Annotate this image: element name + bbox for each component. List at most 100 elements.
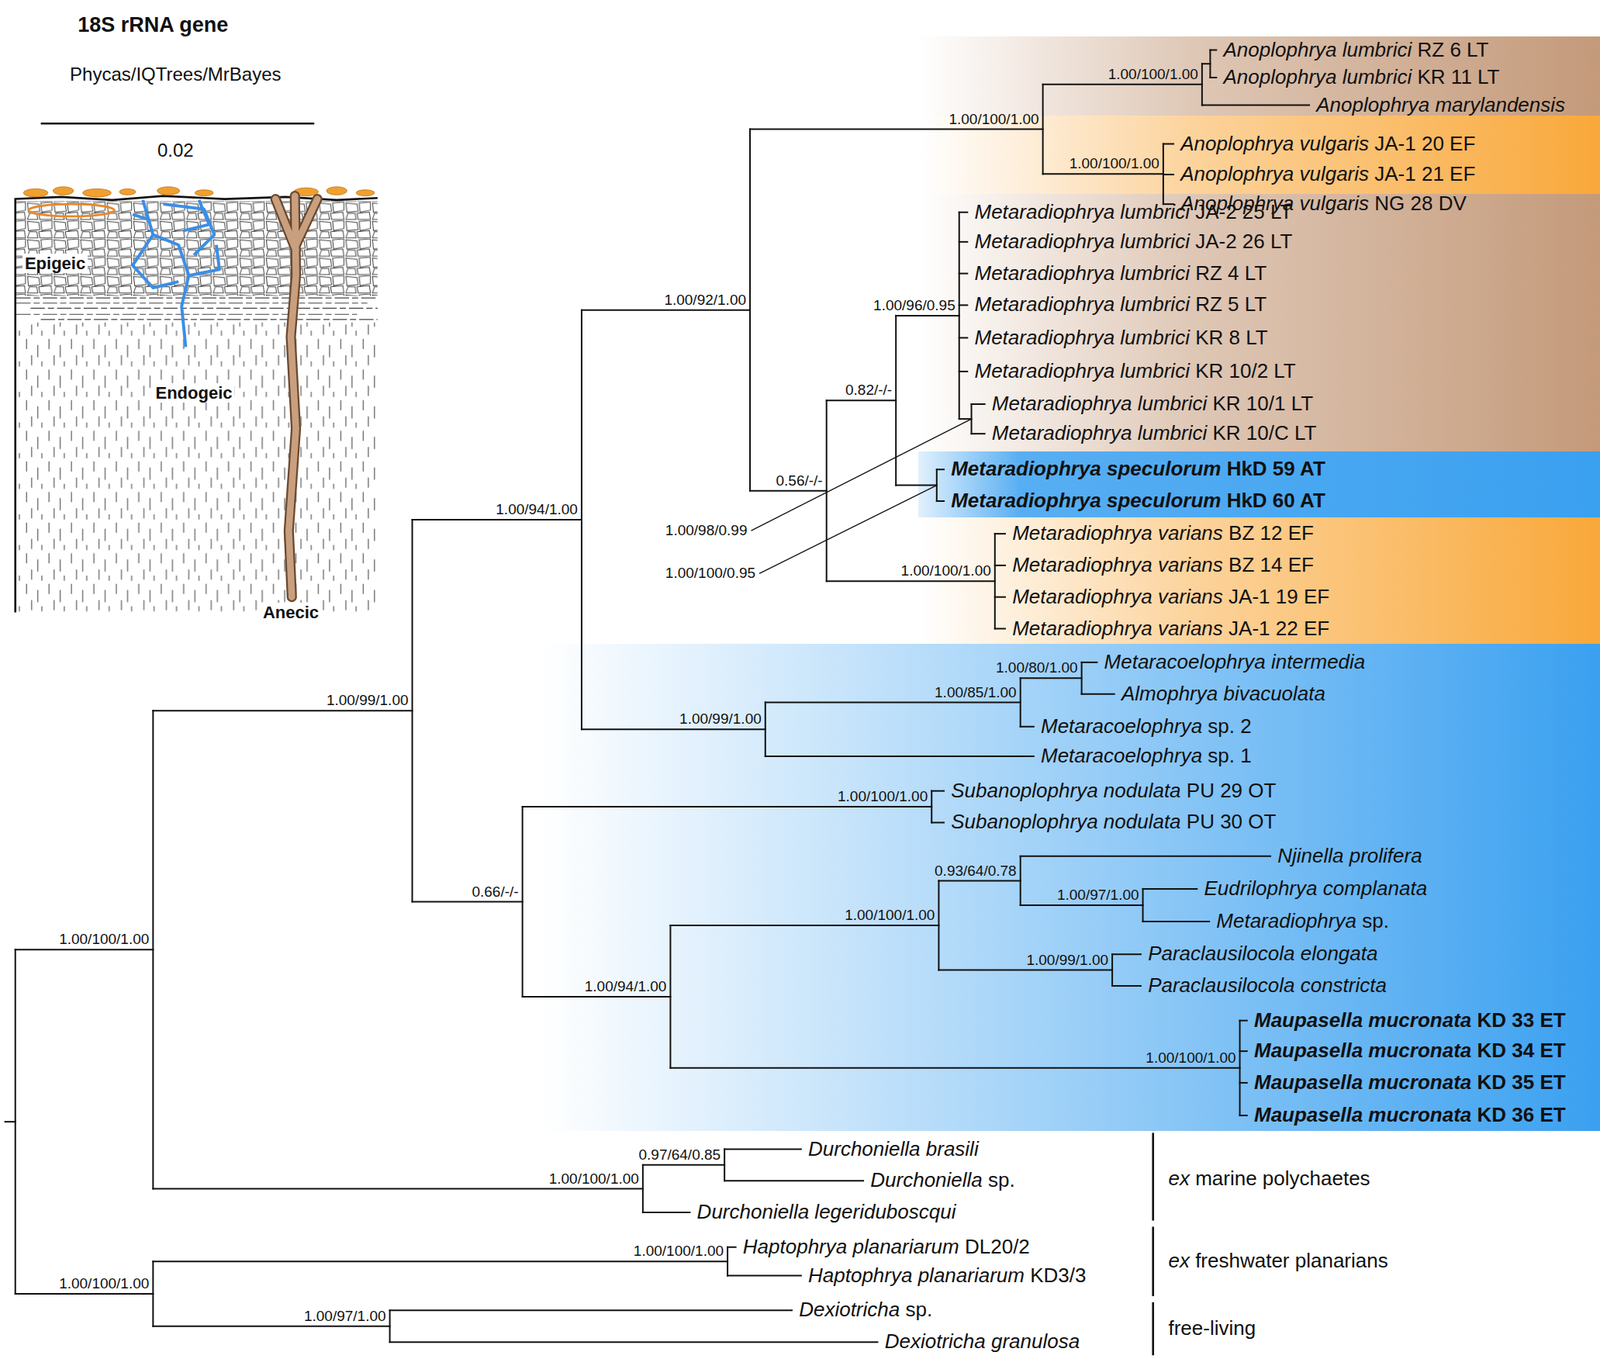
taxon-label: Haptophrya planariarum DL20/2 — [742, 1235, 1030, 1259]
support-value: 1.00/100/1.00 — [1145, 1049, 1236, 1067]
support-value: 1.00/80/1.00 — [995, 659, 1079, 677]
taxon-name: Maupasella mucronata — [1254, 1038, 1472, 1062]
taxon-label: Njinella prolifera — [1277, 844, 1422, 868]
taxon-label: Metaradiophrya varians JA-1 19 EF — [1012, 585, 1330, 609]
isolate-code: JA-1 21 EF — [1368, 162, 1476, 186]
soil-aggregates — [16, 200, 378, 296]
isolate-code: KR 11 LT — [1411, 65, 1500, 89]
ecotype-label: Endogeic — [152, 383, 235, 403]
support-value: 1.00/97/1.00 — [1057, 886, 1140, 904]
taxon-name: Metaradiophrya lumbrici — [991, 421, 1207, 445]
taxon-label: Metaradiophrya speculorum HkD 60 AT — [950, 489, 1326, 513]
taxon-name: Metaradiophrya lumbrici — [974, 261, 1189, 285]
taxon-name: Metaracoelophrya — [1040, 714, 1203, 738]
tree-branch — [412, 518, 582, 521]
taxon-name: Metaradiophrya lumbrici — [974, 292, 1189, 316]
support-value: 1.00/99/1.00 — [679, 710, 762, 728]
isolate-code: JA-2 25 LT — [1189, 200, 1293, 224]
support-value: 1.00/100/1.00 — [58, 1275, 149, 1293]
taxon-label: Dexiotricha sp. — [798, 1298, 933, 1322]
taxon-label: Metaradiophrya lumbrici RZ 5 LT — [974, 293, 1267, 317]
tree-branch — [724, 1179, 864, 1182]
taxon-name: Metaradiophrya varians — [1012, 552, 1224, 577]
taxon-label: Metaradiophrya lumbrici RZ 4 LT — [974, 262, 1267, 286]
taxon-label: Metaradiophrya varians BZ 12 EF — [1012, 521, 1314, 546]
taxon-name: Durchoniella brasili — [808, 1136, 979, 1161]
isolate-code: KR 10/1 LT — [1206, 391, 1314, 415]
tree-branch — [152, 1261, 154, 1327]
host-group-label: free-living — [1168, 1316, 1256, 1341]
taxon-name: Metaradiophrya speculorum — [950, 488, 1221, 512]
support-value: 1.00/100/1.00 — [58, 930, 149, 948]
tree-branch — [642, 1211, 691, 1213]
taxon-label: Paraclausilocola elongata — [1147, 942, 1378, 966]
tree-branch — [642, 1164, 725, 1166]
taxon-label: Metaradiophrya lumbrici JA-2 26 LT — [974, 230, 1293, 254]
isolate-code: DL20/2 — [959, 1234, 1030, 1258]
isolate-code: KR 10/C LT — [1206, 421, 1317, 445]
isolate-code: sp. 1 — [1202, 743, 1252, 768]
clade-band: Metaradiophrya speculorum HkD 59 ATMetar… — [918, 451, 1600, 519]
taxon-label: Metaracoelophrya sp. 2 — [1040, 715, 1252, 739]
support-value: 1.00/98/0.99 — [665, 521, 748, 540]
taxon-name: Anoplophrya marylandensis — [1316, 93, 1566, 117]
support-value: 0.93/64/0.78 — [934, 862, 1017, 880]
taxon-label: Metaracoelophrya sp. 1 — [1040, 744, 1252, 768]
taxon-label: Durchoniella sp. — [870, 1168, 1015, 1193]
tree-branch — [581, 309, 750, 312]
support-value: 1.00/92/1.00 — [663, 291, 747, 309]
taxon-label: Metaradiophrya lumbrici JA-2 25 LT — [974, 200, 1293, 225]
taxon-label: Anoplophrya vulgaris JA-1 20 EF — [1180, 132, 1476, 156]
tree-branch — [826, 399, 896, 401]
taxon-label: Metaradiophrya lumbrici KR 10/C LT — [991, 421, 1317, 446]
tree-branch — [749, 129, 751, 491]
taxon-label: Maupasella mucronata KD 36 ET — [1254, 1103, 1566, 1127]
tree-branch — [390, 1309, 792, 1311]
taxon-label: Metaradiophrya speculorum HkD 59 AT — [950, 457, 1326, 481]
tree-branch — [749, 490, 827, 492]
isolate-code: KD 36 ET — [1471, 1102, 1566, 1127]
taxon-name: Haptophrya planariarum — [808, 1263, 1025, 1287]
taxon-label: Metaradiophrya varians BZ 14 EF — [1012, 553, 1314, 578]
isolate-code: JA-2 26 LT — [1189, 229, 1293, 253]
taxon-name: Anoplophrya lumbrici — [1223, 65, 1413, 89]
group-brackets — [1151, 1132, 1155, 1355]
taxon-label: Paraclausilocola constricta — [1147, 974, 1387, 998]
tree-branch — [723, 1148, 726, 1181]
taxon-name: Anoplophrya vulgaris — [1180, 162, 1369, 186]
taxon-label: Dexiotricha granulosa — [884, 1330, 1080, 1354]
support-value: 1.00/100/1.00 — [844, 906, 935, 924]
isolate-code: HkD 60 AT — [1220, 488, 1325, 512]
isolate-code: HkD 59 AT — [1220, 456, 1325, 481]
endogeic-burrows — [132, 200, 220, 347]
taxon-name: Maupasella mucronata — [1254, 1008, 1472, 1032]
support-value: 1.00/85/1.00 — [934, 684, 1017, 702]
isolate-code: sp. — [982, 1168, 1016, 1192]
isolate-code: sp. — [899, 1297, 933, 1321]
support-value: 1.00/100/1.00 — [1108, 65, 1199, 83]
support-value: 1.00/100/1.00 — [901, 562, 992, 580]
soil-border — [15, 196, 378, 613]
taxon-label: Durchoniella brasili — [808, 1137, 979, 1162]
taxon-name: Maupasella mucronata — [1254, 1070, 1472, 1094]
taxon-name: Almophrya bivacuolata — [1121, 681, 1326, 705]
tree-branch — [15, 1292, 154, 1295]
taxon-name: Metaradiophrya — [1216, 908, 1357, 933]
taxon-label: Maupasella mucronata KD 34 ET — [1254, 1039, 1566, 1063]
support-value: 1.00/97/1.00 — [304, 1307, 387, 1325]
scale-bar — [41, 122, 315, 125]
epigeic-worm — [28, 203, 115, 217]
ecotype-label: Anecic — [260, 602, 322, 623]
taxon-label: Maupasella mucronata KD 33 ET — [1254, 1009, 1566, 1033]
support-value: 1.00/100/1.00 — [633, 1242, 724, 1260]
isolate-code: RZ 6 LT — [1411, 38, 1489, 62]
taxon-name: Metaradiophrya lumbrici — [974, 325, 1189, 350]
soil-illustration — [15, 186, 378, 613]
isolate-code: sp. — [1356, 908, 1390, 933]
isolate-code: BZ 14 EF — [1223, 552, 1314, 577]
tree-branch — [521, 806, 524, 997]
leaf-litter — [23, 186, 375, 197]
taxon-name: Subanoplophrya nodulata — [950, 778, 1181, 802]
taxon-name: Njinella prolifera — [1277, 843, 1422, 868]
taxon-name: Durchoniella — [870, 1168, 983, 1192]
